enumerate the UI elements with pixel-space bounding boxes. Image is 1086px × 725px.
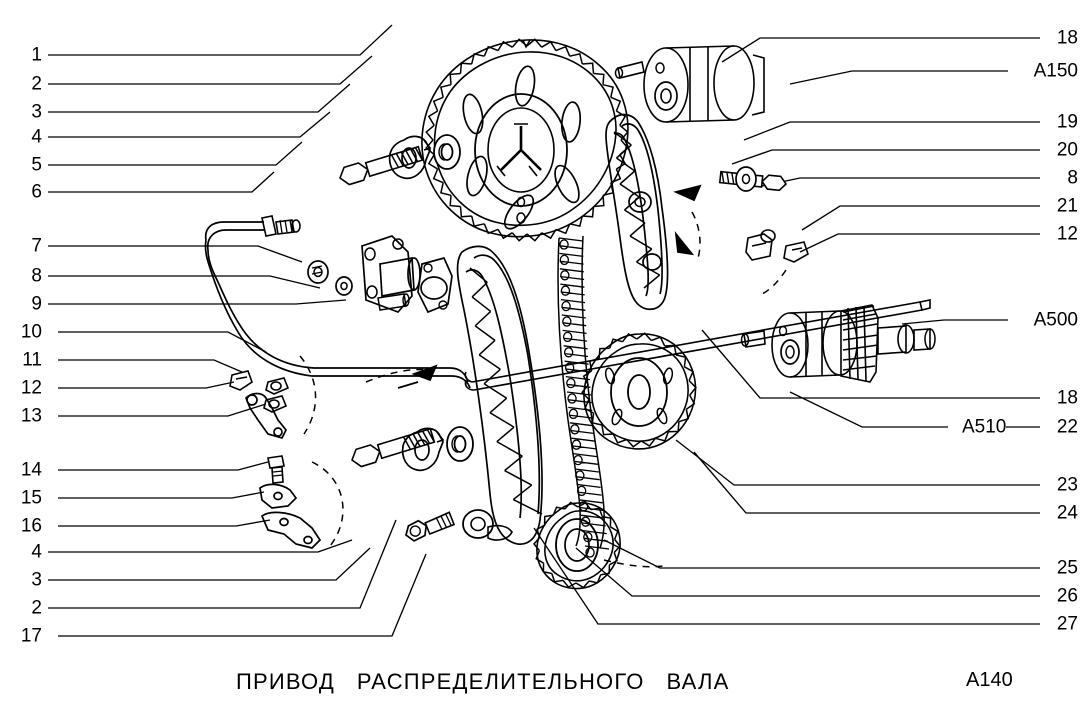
callout-left-L3: 3 bbox=[31, 101, 42, 123]
lock-washer-plate-top bbox=[388, 135, 432, 180]
bolt-lower-left bbox=[348, 426, 436, 470]
callout-left-L13: 13 bbox=[20, 405, 42, 427]
callout-right-R5: 8 bbox=[1067, 167, 1078, 189]
bracket-15 bbox=[259, 483, 298, 509]
callout-right-R9: 18 bbox=[1056, 387, 1078, 409]
pipe-union-fitting bbox=[261, 215, 301, 237]
chain-tensioner-shoe bbox=[605, 113, 669, 311]
stud-14 bbox=[267, 455, 285, 484]
crankshaft-sprocket bbox=[533, 501, 621, 590]
callout-right-R6: 21 bbox=[1056, 195, 1078, 217]
callout-right-R4: 20 bbox=[1056, 139, 1078, 161]
callout-left-L1: 1 bbox=[31, 44, 42, 66]
lock-washer-plate-lower bbox=[401, 427, 445, 472]
callout-right-R2: A150 bbox=[1033, 60, 1078, 82]
callout-left-L20: 17 bbox=[20, 625, 42, 647]
callout-left-L18: 3 bbox=[31, 569, 42, 591]
callout-left-L11: 11 bbox=[22, 349, 42, 371]
callout-left-L15: 15 bbox=[20, 487, 42, 509]
chain-guide-shoe bbox=[456, 245, 543, 545]
callout-left-L9: 9 bbox=[31, 293, 42, 315]
oil-feed-pipe-bent bbox=[204, 221, 471, 389]
callout-right-R12: 23 bbox=[1056, 474, 1078, 496]
hydraulic-tensioner-a150 bbox=[614, 45, 765, 123]
callout-left-L14: 14 bbox=[20, 459, 42, 481]
fitting-washer-b bbox=[335, 276, 353, 296]
callout-right-R7: 12 bbox=[1056, 223, 1078, 245]
callout-right-R15: 26 bbox=[1056, 585, 1078, 607]
page-title: ПРИВОД РАСПРЕДЕЛИТЕЛЬНОГО ВАЛА bbox=[236, 669, 730, 694]
callout-right-R10: A510 bbox=[962, 416, 1007, 438]
nut-stack bbox=[263, 377, 290, 413]
tensioner-bolt-group bbox=[718, 166, 788, 192]
bracket-13 bbox=[245, 392, 288, 440]
tensioner-gasket bbox=[417, 256, 453, 314]
callout-right-R14: 25 bbox=[1056, 557, 1078, 579]
tensioner-body-flange bbox=[361, 235, 421, 314]
callout-right-R1: 18 bbox=[1056, 27, 1078, 49]
washer-top bbox=[433, 134, 461, 170]
callout-left-L7: 7 bbox=[31, 235, 42, 257]
retaining-clip-12 bbox=[783, 241, 809, 263]
intermediate-sprocket bbox=[581, 332, 697, 450]
timing-chain bbox=[557, 235, 610, 558]
callout-left-L2: 2 bbox=[31, 73, 42, 95]
callout-left-L5: 5 bbox=[31, 154, 42, 176]
callout-left-L16: 16 bbox=[20, 515, 42, 537]
callout-right-R8: A500 bbox=[1033, 309, 1078, 331]
clip-12-left bbox=[229, 370, 253, 391]
assembly-arrows bbox=[397, 184, 702, 389]
woodruff-key bbox=[487, 524, 513, 541]
callout-right-R16: 27 bbox=[1056, 613, 1078, 635]
callout-left-L12: 12 bbox=[20, 377, 42, 399]
callout-right-R3: 19 bbox=[1056, 111, 1078, 133]
leader-lines-left bbox=[48, 24, 427, 637]
retaining-clip-21 bbox=[745, 229, 776, 261]
callout-left-L6: 6 bbox=[31, 181, 42, 203]
bolt-top-left bbox=[336, 144, 424, 188]
callout-left-L8: 8 bbox=[31, 265, 42, 287]
callout-left-L4: 4 bbox=[31, 126, 42, 148]
plate-code: A140 bbox=[966, 669, 1013, 691]
oil-feed-pipe-long bbox=[464, 299, 931, 391]
callout-right-R11: 22 bbox=[1056, 416, 1078, 438]
callout-right-R13: 24 bbox=[1056, 502, 1078, 524]
assembly-arcs bbox=[299, 211, 787, 568]
oil-pump-drive-a500 bbox=[740, 304, 936, 383]
tensioner-washer bbox=[735, 166, 757, 192]
fitting-washer-a bbox=[307, 260, 329, 284]
callout-left-L17: 4 bbox=[31, 541, 42, 563]
callout-left-L19: 2 bbox=[31, 597, 42, 619]
bracket-16 bbox=[260, 511, 322, 549]
washer-lower bbox=[446, 426, 474, 462]
bolt-bottom bbox=[405, 511, 456, 542]
camshaft-sprocket-large bbox=[421, 38, 629, 242]
callout-left-L10: 10 bbox=[20, 321, 42, 343]
leader-lines-right bbox=[533, 37, 1040, 625]
